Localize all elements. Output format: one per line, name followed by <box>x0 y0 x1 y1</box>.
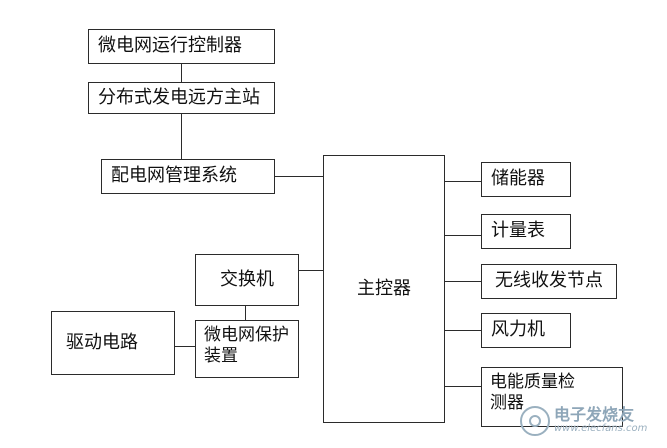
protection-device-label-line1: 微电网保护 <box>204 325 289 345</box>
power-quality-box: 电能质量检 测器 <box>481 367 623 427</box>
watermark-name: 电子发烧友 <box>554 405 635 425</box>
elecfans-logo-icon <box>520 406 550 436</box>
connector-main-to-storage <box>445 181 481 182</box>
dms-label: 配电网管理系统 <box>111 165 237 187</box>
wireless-node-box: 无线收发节点 <box>481 264 617 299</box>
storage-label: 储能器 <box>491 168 545 190</box>
protection-device-box: 微电网保护 装置 <box>195 320 299 378</box>
protection-device-label-line2: 装置 <box>204 346 238 367</box>
wireless-node-label: 无线收发节点 <box>495 270 603 292</box>
microgrid-controller-box: 微电网运行控制器 <box>88 29 275 64</box>
drive-circuit-label: 驱动电路 <box>66 331 138 353</box>
switch-box: 交换机 <box>195 254 299 306</box>
drive-circuit-box: 驱动电路 <box>51 311 175 375</box>
distributed-master-box: 分布式发电远方主站 <box>88 82 275 114</box>
connector-main-to-wireless <box>445 281 481 282</box>
main-controller-box: 主控器 <box>323 155 445 423</box>
power-quality-label-line2: 测器 <box>490 393 524 414</box>
connector-main-to-power-quality <box>445 386 481 387</box>
connector-main-to-meter <box>445 235 481 236</box>
meter-box: 计量表 <box>481 214 571 249</box>
storage-box: 储能器 <box>481 162 571 197</box>
connector-drive-to-protection <box>175 346 195 347</box>
watermark-text: 电子发烧友 www.elecfans.com <box>554 407 647 434</box>
connector-switch-to-main <box>299 270 323 271</box>
connector-controller-to-master <box>181 64 182 82</box>
connector-switch-to-protection <box>245 306 246 320</box>
distributed-master-label: 分布式发电远方主站 <box>98 86 260 108</box>
microgrid-controller-label: 微电网运行控制器 <box>98 35 242 57</box>
connector-master-to-dms <box>181 114 182 159</box>
wind-turbine-box: 风力机 <box>481 313 571 348</box>
wind-turbine-label: 风力机 <box>491 319 545 341</box>
main-controller-label: 主控器 <box>357 277 411 299</box>
watermark-url: www.elecfans.com <box>554 423 648 435</box>
watermark: 电子发烧友 www.elecfans.com <box>520 398 665 444</box>
connector-main-to-wind <box>445 330 481 331</box>
dms-box: 配电网管理系统 <box>101 159 275 194</box>
meter-label: 计量表 <box>491 220 545 242</box>
connector-dms-to-main <box>275 176 323 177</box>
switch-label: 交换机 <box>220 268 274 290</box>
power-quality-label-line1: 电能质量检 <box>490 372 575 392</box>
